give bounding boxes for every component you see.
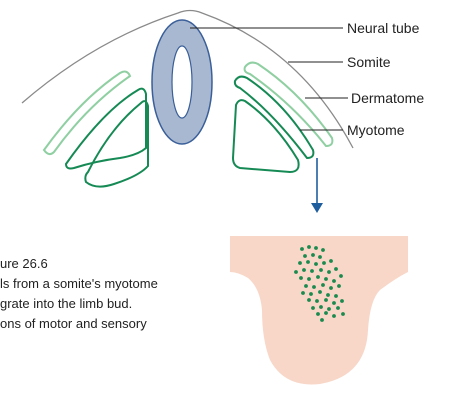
caption-line-3: grate into the limb bud. (0, 294, 132, 314)
cell-dot (304, 284, 308, 288)
cell-dot (324, 277, 328, 281)
cell-dot (321, 248, 325, 252)
cell-dot (312, 285, 316, 289)
cell-dot (332, 279, 336, 283)
cell-dot (314, 246, 318, 250)
cell-dot (315, 299, 319, 303)
caption-line-1: ure 26.6 (0, 254, 48, 274)
cell-dot (334, 294, 338, 298)
cell-dot (334, 267, 338, 271)
cell-dot (318, 290, 322, 294)
cell-dot (329, 259, 333, 263)
cell-dot (336, 306, 340, 310)
cell-dot (311, 253, 315, 257)
caption-line-4: ons of motor and sensory (0, 314, 147, 334)
cell-dot (302, 268, 306, 272)
cell-dot (307, 245, 311, 249)
cell-dot (320, 318, 324, 322)
cell-dot (301, 291, 305, 295)
cell-dot (319, 268, 323, 272)
cell-dot (316, 312, 320, 316)
cell-dot (324, 311, 328, 315)
label-dermatome: Dermatome (351, 90, 424, 106)
cell-dot (327, 270, 331, 274)
cell-dot (339, 274, 343, 278)
myotome-left-inner (85, 101, 148, 186)
cell-dot (332, 301, 336, 305)
cell-dot (318, 255, 322, 259)
cell-dot (309, 292, 313, 296)
cell-dot (294, 270, 298, 274)
cell-dot (299, 276, 303, 280)
cell-dot (329, 286, 333, 290)
myotome-left (66, 89, 146, 169)
cell-dot (307, 277, 311, 281)
cell-dot (306, 260, 310, 264)
migration-arrow-head (311, 203, 323, 213)
cell-dot (319, 305, 323, 309)
cell-dot (341, 312, 345, 316)
cell-dot (303, 254, 307, 258)
cell-dot (316, 275, 320, 279)
cell-dot (314, 262, 318, 266)
cell-dot (332, 314, 336, 318)
cell-dot (321, 283, 325, 287)
label-somite: Somite (347, 54, 391, 70)
cell-dot (324, 298, 328, 302)
label-myotome: Myotome (347, 122, 405, 138)
cell-dot (326, 293, 330, 297)
cell-dot (307, 298, 311, 302)
cell-dot (310, 269, 314, 273)
dermatome-left (44, 72, 130, 155)
label-neural-tube: Neural tube (347, 20, 420, 36)
caption-line-2: ls from a somite's myotome (0, 274, 158, 294)
cell-dot (340, 299, 344, 303)
neural-tube-lumen (172, 46, 192, 118)
cell-dot (311, 306, 315, 310)
cell-dot (322, 261, 326, 265)
cell-dot (300, 247, 304, 251)
cell-dot (327, 307, 331, 311)
cell-dot (337, 284, 341, 288)
cell-dot (298, 261, 302, 265)
